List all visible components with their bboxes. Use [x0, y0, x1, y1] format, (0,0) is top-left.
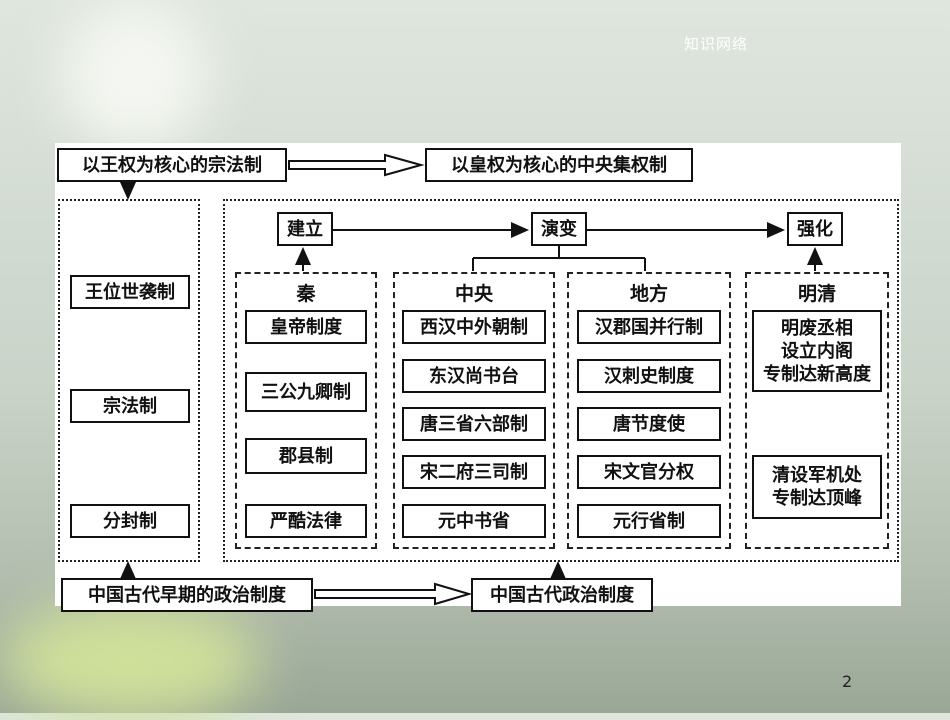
qin-title: 秦 — [296, 283, 316, 305]
stage-evolve-box: 演变 — [531, 212, 587, 246]
qin-item-box: 三公九卿制 — [245, 372, 367, 412]
mingqing-item-line: 清设军机处 — [772, 465, 862, 486]
mingqing-item-box: 清设军机处 专制达顶峰 — [752, 455, 882, 519]
central-item-box: 宋二府三司制 — [402, 455, 546, 489]
page-number: 2 — [842, 672, 853, 691]
central-item-box: 西汉中外朝制 — [402, 310, 546, 344]
local-item-box: 唐节度使 — [577, 407, 721, 441]
mingqing-group — [745, 272, 889, 549]
local-item-box: 宋文官分权 — [577, 455, 721, 489]
local-group — [567, 272, 731, 549]
slide-title: 知识网络 — [684, 35, 749, 53]
bottom-right-box: 中国古代政治制度 — [471, 578, 653, 612]
stage-establish-box: 建立 — [277, 212, 333, 246]
local-item-box: 元行省制 — [577, 504, 721, 538]
background-blob — [60, 0, 210, 150]
mingqing-item-line: 专制达顶峰 — [772, 488, 862, 509]
diagram-panel: 以王权为核心的宗法制 以皇权为核心的中央集权制 王位世袭制 宗法制 分封制 建立… — [55, 143, 901, 612]
qin-group — [235, 272, 377, 549]
central-item-box: 唐三省六部制 — [402, 407, 546, 441]
mingqing-item-box: 明废丞相 设立内阁 专制达新高度 — [752, 310, 882, 392]
early-system-box: 分封制 — [70, 504, 190, 538]
early-system-box: 宗法制 — [70, 389, 190, 423]
central-item-box: 东汉尚书台 — [402, 359, 546, 393]
connector-lines — [120, 153, 823, 606]
qin-item-box: 郡县制 — [245, 438, 367, 474]
local-item-box: 汉郡国并行制 — [577, 310, 721, 344]
stage-strengthen-box: 强化 — [787, 212, 843, 246]
mingqing-item-line: 专制达新高度 — [763, 363, 871, 385]
mingqing-item-line: 明废丞相 — [781, 317, 853, 339]
local-title: 地方 — [629, 283, 668, 305]
top-left-box: 以王权为核心的宗法制 — [57, 148, 287, 182]
bottom-left-box: 中国古代早期的政治制度 — [61, 578, 313, 612]
early-systems-group — [58, 199, 200, 562]
mingqing-item-line: 设立内阁 — [781, 340, 853, 362]
central-item-box: 元中书省 — [402, 504, 546, 538]
central-group — [393, 272, 555, 549]
central-title: 中央 — [454, 283, 493, 305]
top-right-box: 以皇权为核心的中央集权制 — [425, 148, 693, 182]
local-item-box: 汉刺史制度 — [577, 359, 721, 393]
background-blob — [0, 600, 260, 720]
qin-item-box: 严酷法律 — [245, 504, 367, 538]
central-system-group — [223, 199, 899, 562]
early-system-box: 王位世袭制 — [70, 275, 190, 309]
mingqing-title: 明清 — [797, 283, 836, 305]
qin-item-box: 皇帝制度 — [245, 310, 367, 344]
